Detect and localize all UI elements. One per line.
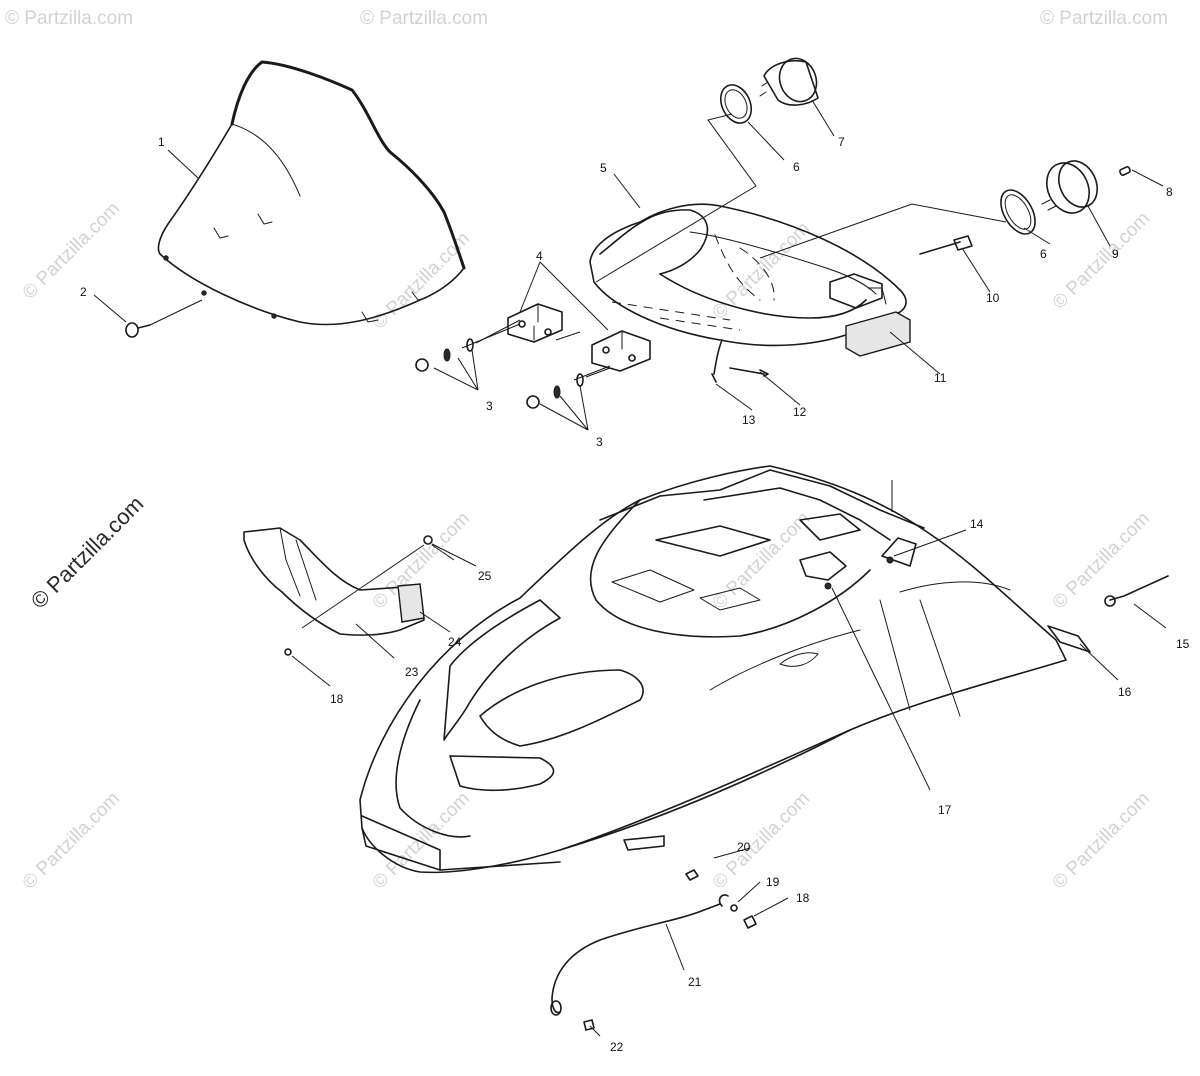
foam-pad-part <box>845 311 911 357</box>
callout-5: 5 <box>600 161 607 175</box>
watermark: © Partzilla.com <box>709 508 814 613</box>
watermark: © Partzilla.com <box>709 788 814 893</box>
callout-1: 1 <box>158 135 165 149</box>
callout-18-panel: 18 <box>330 692 344 706</box>
gauge-part <box>1041 160 1099 214</box>
callout-25: 25 <box>478 569 492 583</box>
watermark: © Partzilla.com <box>369 228 474 333</box>
callout-19: 19 <box>766 875 780 889</box>
callout-2: 2 <box>80 285 87 299</box>
callout-labels: 1 2 3 3 4 5 6 6 7 8 9 10 11 12 13 14 15 … <box>80 135 1190 1054</box>
watermark: © Partzilla.com <box>1049 788 1154 893</box>
retainer-pin-part <box>729 367 769 377</box>
windshield-part <box>157 60 466 326</box>
callout-7: 7 <box>838 135 845 149</box>
callout-23: 23 <box>405 665 419 679</box>
gauge-bezel-ring-right <box>1000 189 1036 235</box>
wire-harness-part <box>711 339 723 383</box>
watermark: © Partzilla.com <box>5 8 133 29</box>
watermark: © Partzilla.com <box>1040 8 1168 29</box>
callout-20: 20 <box>737 840 751 854</box>
watermark: © Partzilla.com <box>709 218 814 323</box>
watermark: © Partzilla.com <box>19 198 124 303</box>
side-panel-part <box>243 527 425 636</box>
watermark: © Partzilla.com <box>1049 508 1154 613</box>
callout-10: 10 <box>986 291 1000 305</box>
dash-console-part <box>589 203 907 347</box>
callout-13: 13 <box>742 413 756 427</box>
callout-14: 14 <box>970 517 984 531</box>
callout-21: 21 <box>688 975 702 989</box>
assembly-lines-top <box>461 113 1007 381</box>
callout-leaders <box>93 99 1167 1037</box>
callout-3-lower: 3 <box>596 435 603 449</box>
callout-18-lower: 18 <box>796 891 810 905</box>
watermark: © Partzilla.com <box>19 788 124 893</box>
watermark: © Partzilla.com <box>369 788 474 893</box>
callout-12: 12 <box>793 405 807 419</box>
panel-fasteners <box>284 535 455 656</box>
callout-15: 15 <box>1176 637 1190 651</box>
watermark: © Partzilla.com <box>360 8 488 29</box>
callout-11: 11 <box>934 371 947 385</box>
watermark-layer: © Partzilla.com © Partzilla.com © Partzi… <box>5 8 1168 894</box>
mount-bracket-parts <box>507 303 651 372</box>
callout-3-upper: 3 <box>486 399 493 413</box>
watermark: © Partzilla.com <box>1049 208 1154 313</box>
callout-4: 4 <box>536 249 543 263</box>
callout-17: 17 <box>938 803 952 817</box>
hood-latch-cable <box>1047 575 1169 653</box>
callout-8: 8 <box>1166 185 1173 199</box>
screw-part <box>125 299 203 338</box>
callout-16: 16 <box>1118 685 1132 699</box>
callout-9: 9 <box>1112 247 1119 261</box>
gauge-bezel-ring-left <box>719 84 753 124</box>
callout-22: 22 <box>610 1040 624 1054</box>
callout-6-upper: 6 <box>793 160 800 174</box>
callout-6-lower: 6 <box>1040 247 1047 261</box>
bulb-part <box>1119 166 1131 176</box>
hood-part <box>359 465 1067 874</box>
watermark-main: © Partzilla.com <box>26 491 149 614</box>
gauge-housing-part <box>759 57 819 106</box>
nut-washer-stack-lower <box>526 367 611 409</box>
tether-hardware <box>550 869 757 1031</box>
switch-connector-part <box>919 235 973 255</box>
callout-24: 24 <box>448 635 462 649</box>
